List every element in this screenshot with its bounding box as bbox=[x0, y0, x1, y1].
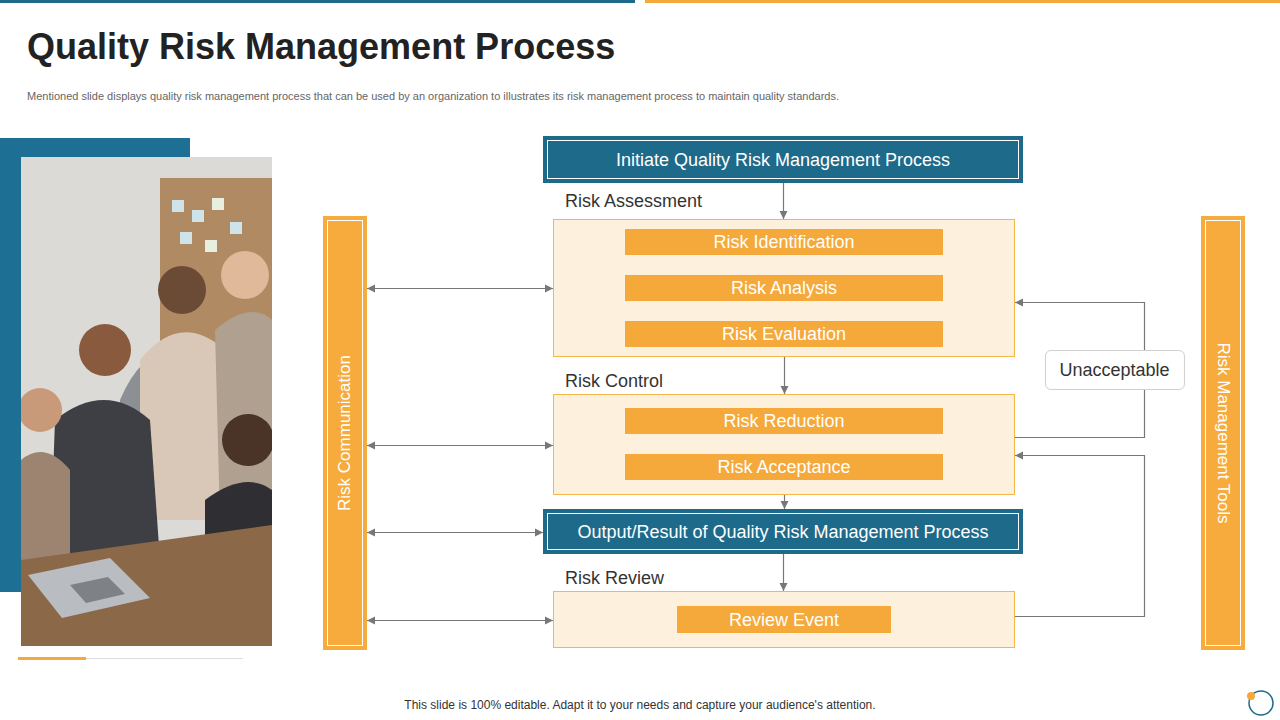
side-band: Risk Management Tools bbox=[1201, 216, 1245, 650]
top-bar bbox=[645, 0, 1280, 3]
step-bar: Risk Reduction bbox=[625, 408, 943, 434]
underline bbox=[86, 658, 243, 659]
photo bbox=[21, 157, 272, 646]
laptop bbox=[28, 558, 150, 618]
sticky-note bbox=[230, 222, 242, 234]
person-head bbox=[221, 251, 269, 299]
connector bbox=[367, 445, 553, 446]
footer-note: This slide is 100% editable. Adapt it to… bbox=[0, 698, 1280, 712]
connector bbox=[367, 532, 543, 533]
side-band: Risk Communication bbox=[323, 216, 367, 650]
group-box: Risk ReviewReview Event bbox=[553, 567, 1015, 648]
group-box: Risk ControlRisk ReductionRisk Acceptanc… bbox=[553, 370, 1015, 495]
process-box: Initiate Quality Risk Management Process bbox=[543, 136, 1023, 183]
laptop-keyboard bbox=[70, 577, 125, 603]
node-label: Risk Communication bbox=[334, 355, 356, 511]
connector bbox=[367, 620, 553, 621]
group-heading: Risk Assessment bbox=[553, 190, 1015, 212]
group-heading: Risk Review bbox=[553, 567, 1015, 589]
top-bar bbox=[0, 0, 635, 3]
sticky-note bbox=[180, 232, 192, 244]
person-head bbox=[158, 266, 206, 314]
logo-dot bbox=[1247, 692, 1255, 700]
node-label: Risk Reduction bbox=[723, 410, 844, 432]
step-bar: Risk Analysis bbox=[625, 275, 943, 301]
node-label: Review Event bbox=[729, 609, 839, 631]
node-label: Risk Identification bbox=[713, 231, 854, 253]
connector bbox=[783, 554, 784, 591]
underline bbox=[18, 657, 86, 660]
node-label: Risk Evaluation bbox=[722, 323, 846, 345]
sticky-note bbox=[172, 200, 184, 212]
connector bbox=[367, 288, 553, 289]
person-head bbox=[79, 324, 131, 376]
connector bbox=[783, 183, 784, 219]
sticky-note bbox=[192, 210, 204, 222]
step-bar: Risk Evaluation bbox=[625, 321, 943, 347]
slide-caption: Mentioned slide displays quality risk ma… bbox=[27, 89, 839, 103]
table bbox=[21, 525, 272, 646]
sticky-note bbox=[205, 240, 217, 252]
node-label: Risk Acceptance bbox=[717, 456, 850, 478]
group-box: Risk AssessmentRisk IdentificationRisk A… bbox=[553, 190, 1015, 357]
person-head bbox=[222, 414, 272, 466]
node-label: Risk Management Tools bbox=[1212, 342, 1234, 523]
step-bar: Review Event bbox=[677, 606, 891, 633]
person-head bbox=[21, 388, 62, 432]
node-label: Output/Result of Quality Risk Management… bbox=[577, 521, 988, 543]
connector bbox=[784, 357, 785, 394]
slide-title: Quality Risk Management Process bbox=[27, 26, 615, 68]
node-label: Risk Analysis bbox=[731, 277, 837, 299]
group-heading: Risk Control bbox=[553, 370, 1015, 392]
step-bar: Risk Acceptance bbox=[625, 454, 943, 480]
sticky-note bbox=[212, 198, 224, 210]
person bbox=[21, 452, 70, 570]
connector bbox=[1015, 456, 1145, 617]
step-bar: Risk Identification bbox=[625, 229, 943, 255]
process-box: Output/Result of Quality Risk Management… bbox=[543, 509, 1023, 554]
connector bbox=[784, 495, 785, 509]
edge-label: Unacceptable bbox=[1044, 350, 1184, 390]
node-label: Initiate Quality Risk Management Process bbox=[616, 149, 950, 171]
